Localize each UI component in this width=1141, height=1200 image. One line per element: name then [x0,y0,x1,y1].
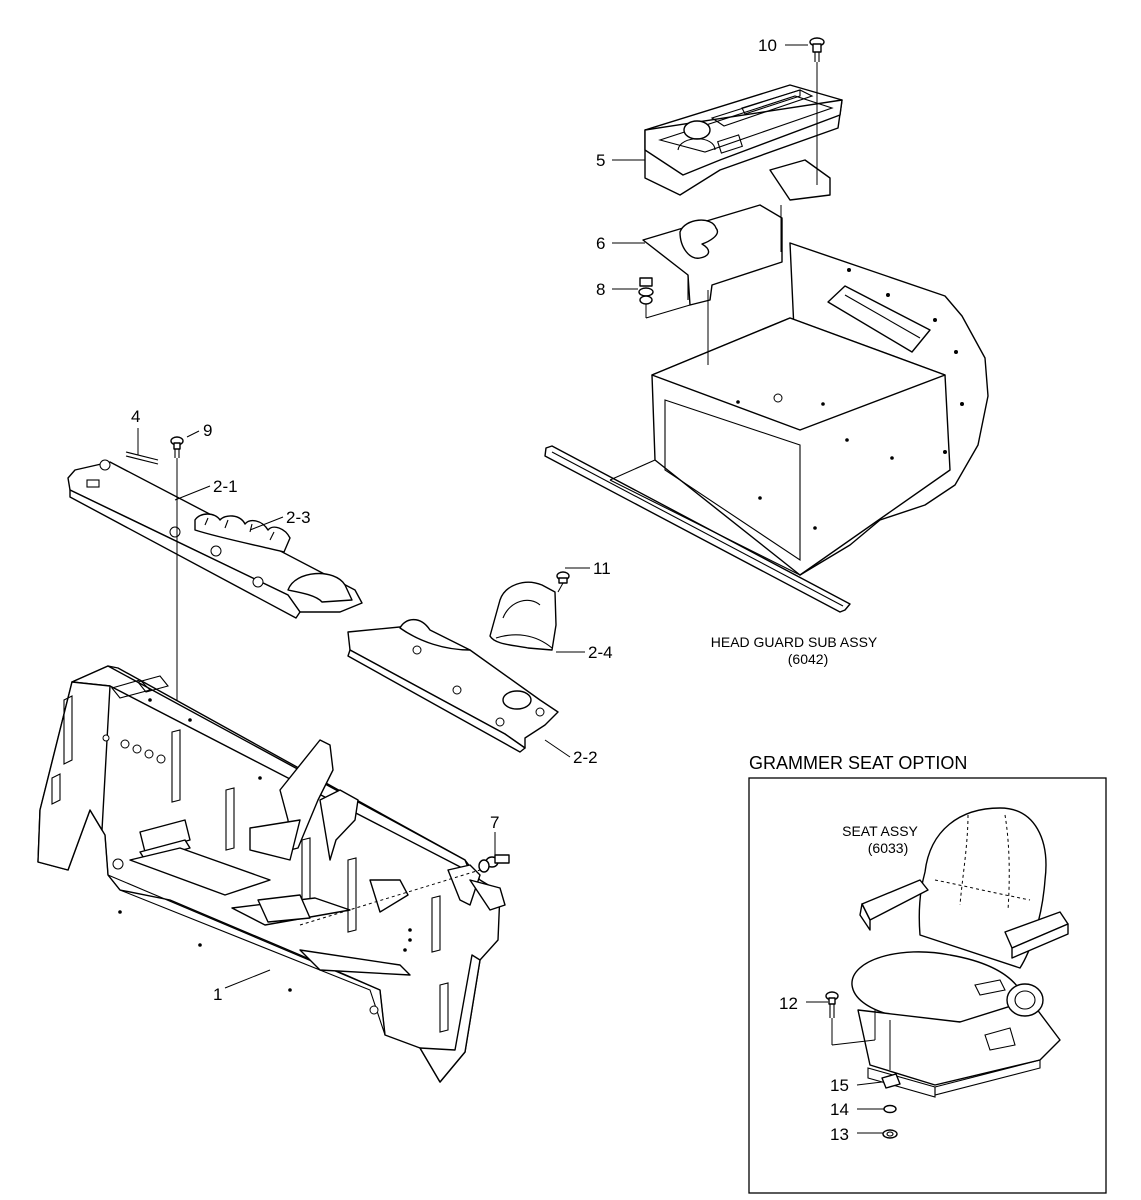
part-15-plate [881,1073,901,1089]
callout-9: 9 [203,421,212,440]
part-2-3-strip [194,513,291,553]
callout-2-3: 2-3 [286,508,311,527]
part-6-bracket [642,204,783,306]
callout-7: 7 [490,813,499,832]
callout-8: 8 [596,280,605,299]
head-guard-caption: HEAD GUARD SUB ASSY [711,634,878,650]
callout-10: 10 [758,36,777,55]
seat-option-title: GRAMMER SEAT OPTION [749,753,967,773]
callout-5: 5 [596,151,605,170]
part-2-4-boot [489,581,557,651]
fastener-10-bolt [809,37,825,104]
fastener-11-screw [556,571,570,593]
part-1-frame [37,665,506,1083]
part-2-2-cover [347,618,559,753]
part-2-1-cover [67,459,363,619]
part-13-nut [882,1129,898,1139]
fastener-9-bolt [170,436,184,458]
callout-15: 15 [830,1076,849,1095]
callout-2-1: 2-1 [213,477,238,496]
fastener-12-bolt [825,991,876,1046]
head-guard-code: (6042) [788,651,828,667]
callout-12: 12 [779,994,798,1013]
callout-2-2: 2-2 [573,748,598,767]
head-guard-sub-assy [544,242,989,613]
callout-4: 4 [131,407,140,426]
assembly-line-7 [299,869,481,926]
callout-2-4: 2-4 [588,643,613,662]
callout-13: 13 [830,1125,849,1144]
seat-assy-code: (6033) [868,840,908,856]
seat-assy-caption: SEAT ASSY [842,823,918,839]
seat-assy [851,807,1069,1098]
callout-11: 11 [593,559,611,578]
part-4-pin [125,451,159,465]
callout-1: 1 [213,985,222,1004]
fastener-7-bolt [478,854,510,873]
part-14-washer [883,1104,897,1114]
leader-lines [137,44,884,1134]
callout-6: 6 [596,234,605,253]
fastener-8-bolt [638,277,691,319]
callout-14: 14 [830,1100,849,1119]
part-5-console [644,84,843,201]
